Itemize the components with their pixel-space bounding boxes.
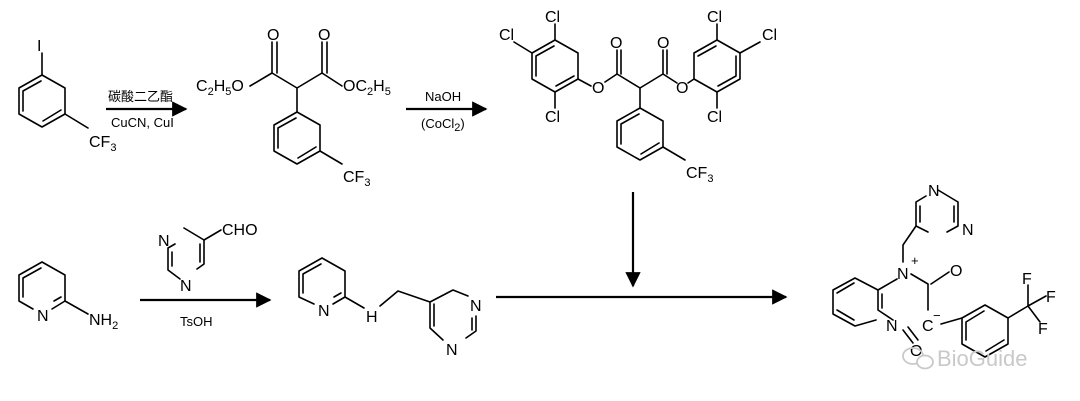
chloro-label: Cl: [545, 9, 560, 26]
ester-oxygen: O: [676, 80, 688, 97]
fluorine-label: F: [1022, 271, 1032, 288]
pyrimidine-nitrogen: N: [470, 298, 482, 315]
chloro-label: Cl: [499, 27, 514, 44]
iodo-label: I: [37, 38, 41, 55]
product-structure: N N N + O N C − O F F F: [832, 183, 1056, 360]
reaction-arrow-3: N N CHO TsOH: [140, 222, 272, 329]
ring-nitrogen-cation: N: [897, 266, 909, 283]
pyrimidine-nitrogen: N: [158, 233, 170, 250]
carbonyl-oxygen: O: [657, 35, 669, 52]
reagent-diethyl-carbonate: 碳酸二乙酯: [108, 89, 173, 104]
carbonyl-oxygen: O: [610, 35, 622, 52]
negative-charge: −: [933, 308, 941, 323]
cf3-label: CF3: [343, 169, 370, 189]
ethoxy-right-label: OC2H5: [343, 78, 391, 98]
pyrimidine-nitrogen: N: [446, 342, 458, 359]
amino-label: NH2: [89, 312, 118, 332]
compound-2-structure: O O C2H5O OC2H5 CF3: [196, 27, 391, 189]
pyridine-nitrogen: N: [318, 303, 330, 320]
aminopyridine-structure: N NH2: [18, 261, 118, 332]
reagent-tsoh: TsOH: [180, 314, 213, 329]
ring-nitrogen: N: [886, 318, 898, 335]
pyrimidine-nitrogen: N: [928, 183, 940, 200]
wechat-icon: [902, 347, 934, 370]
reagent-cucn-cui: CuCN, CuI: [111, 115, 174, 130]
chloro-label: Cl: [707, 9, 722, 26]
watermark: BioGuide: [902, 346, 1028, 371]
reaction-arrow-2: NaOH (CoCl2): [406, 89, 488, 134]
pyrimidine-nitrogen: N: [962, 222, 974, 239]
chloro-label: Cl: [707, 109, 722, 126]
fluorine-label: F: [1046, 289, 1056, 306]
reagent-naoh: NaOH: [425, 89, 461, 104]
reagent-cocl2: (CoCl2): [421, 116, 465, 134]
compound-5-structure: N H N N: [298, 257, 482, 359]
carbonyl-oxygen: O: [318, 27, 330, 44]
watermark-text: BioGuide: [937, 346, 1028, 371]
pyridine-nitrogen: N: [37, 308, 49, 325]
fluorine-label: F: [1038, 321, 1048, 338]
aldehyde-label: CHO: [222, 222, 258, 239]
carbonyl-oxygen: O: [950, 263, 962, 280]
carbanion-label: C: [922, 318, 934, 335]
chloro-label: Cl: [762, 27, 777, 44]
cf3-label: CF3: [89, 134, 116, 154]
compound-1-structure: I CF3: [18, 38, 116, 154]
positive-charge: +: [911, 253, 919, 268]
cf3-label: CF3: [686, 165, 713, 185]
carbonyl-oxygen: O: [267, 27, 279, 44]
reaction-arrow-1: 碳酸二乙酯 CuCN, CuI: [106, 89, 188, 130]
ester-oxygen: O: [592, 80, 604, 97]
ethoxy-left-label: C2H5O: [196, 78, 244, 98]
compound-3-structure: Cl Cl Cl O O O O Cl Cl Cl CF3: [499, 9, 777, 185]
chloro-label: Cl: [545, 109, 560, 126]
amine-nitrogen: H: [366, 309, 378, 326]
pyrimidine-nitrogen: N: [180, 278, 192, 295]
